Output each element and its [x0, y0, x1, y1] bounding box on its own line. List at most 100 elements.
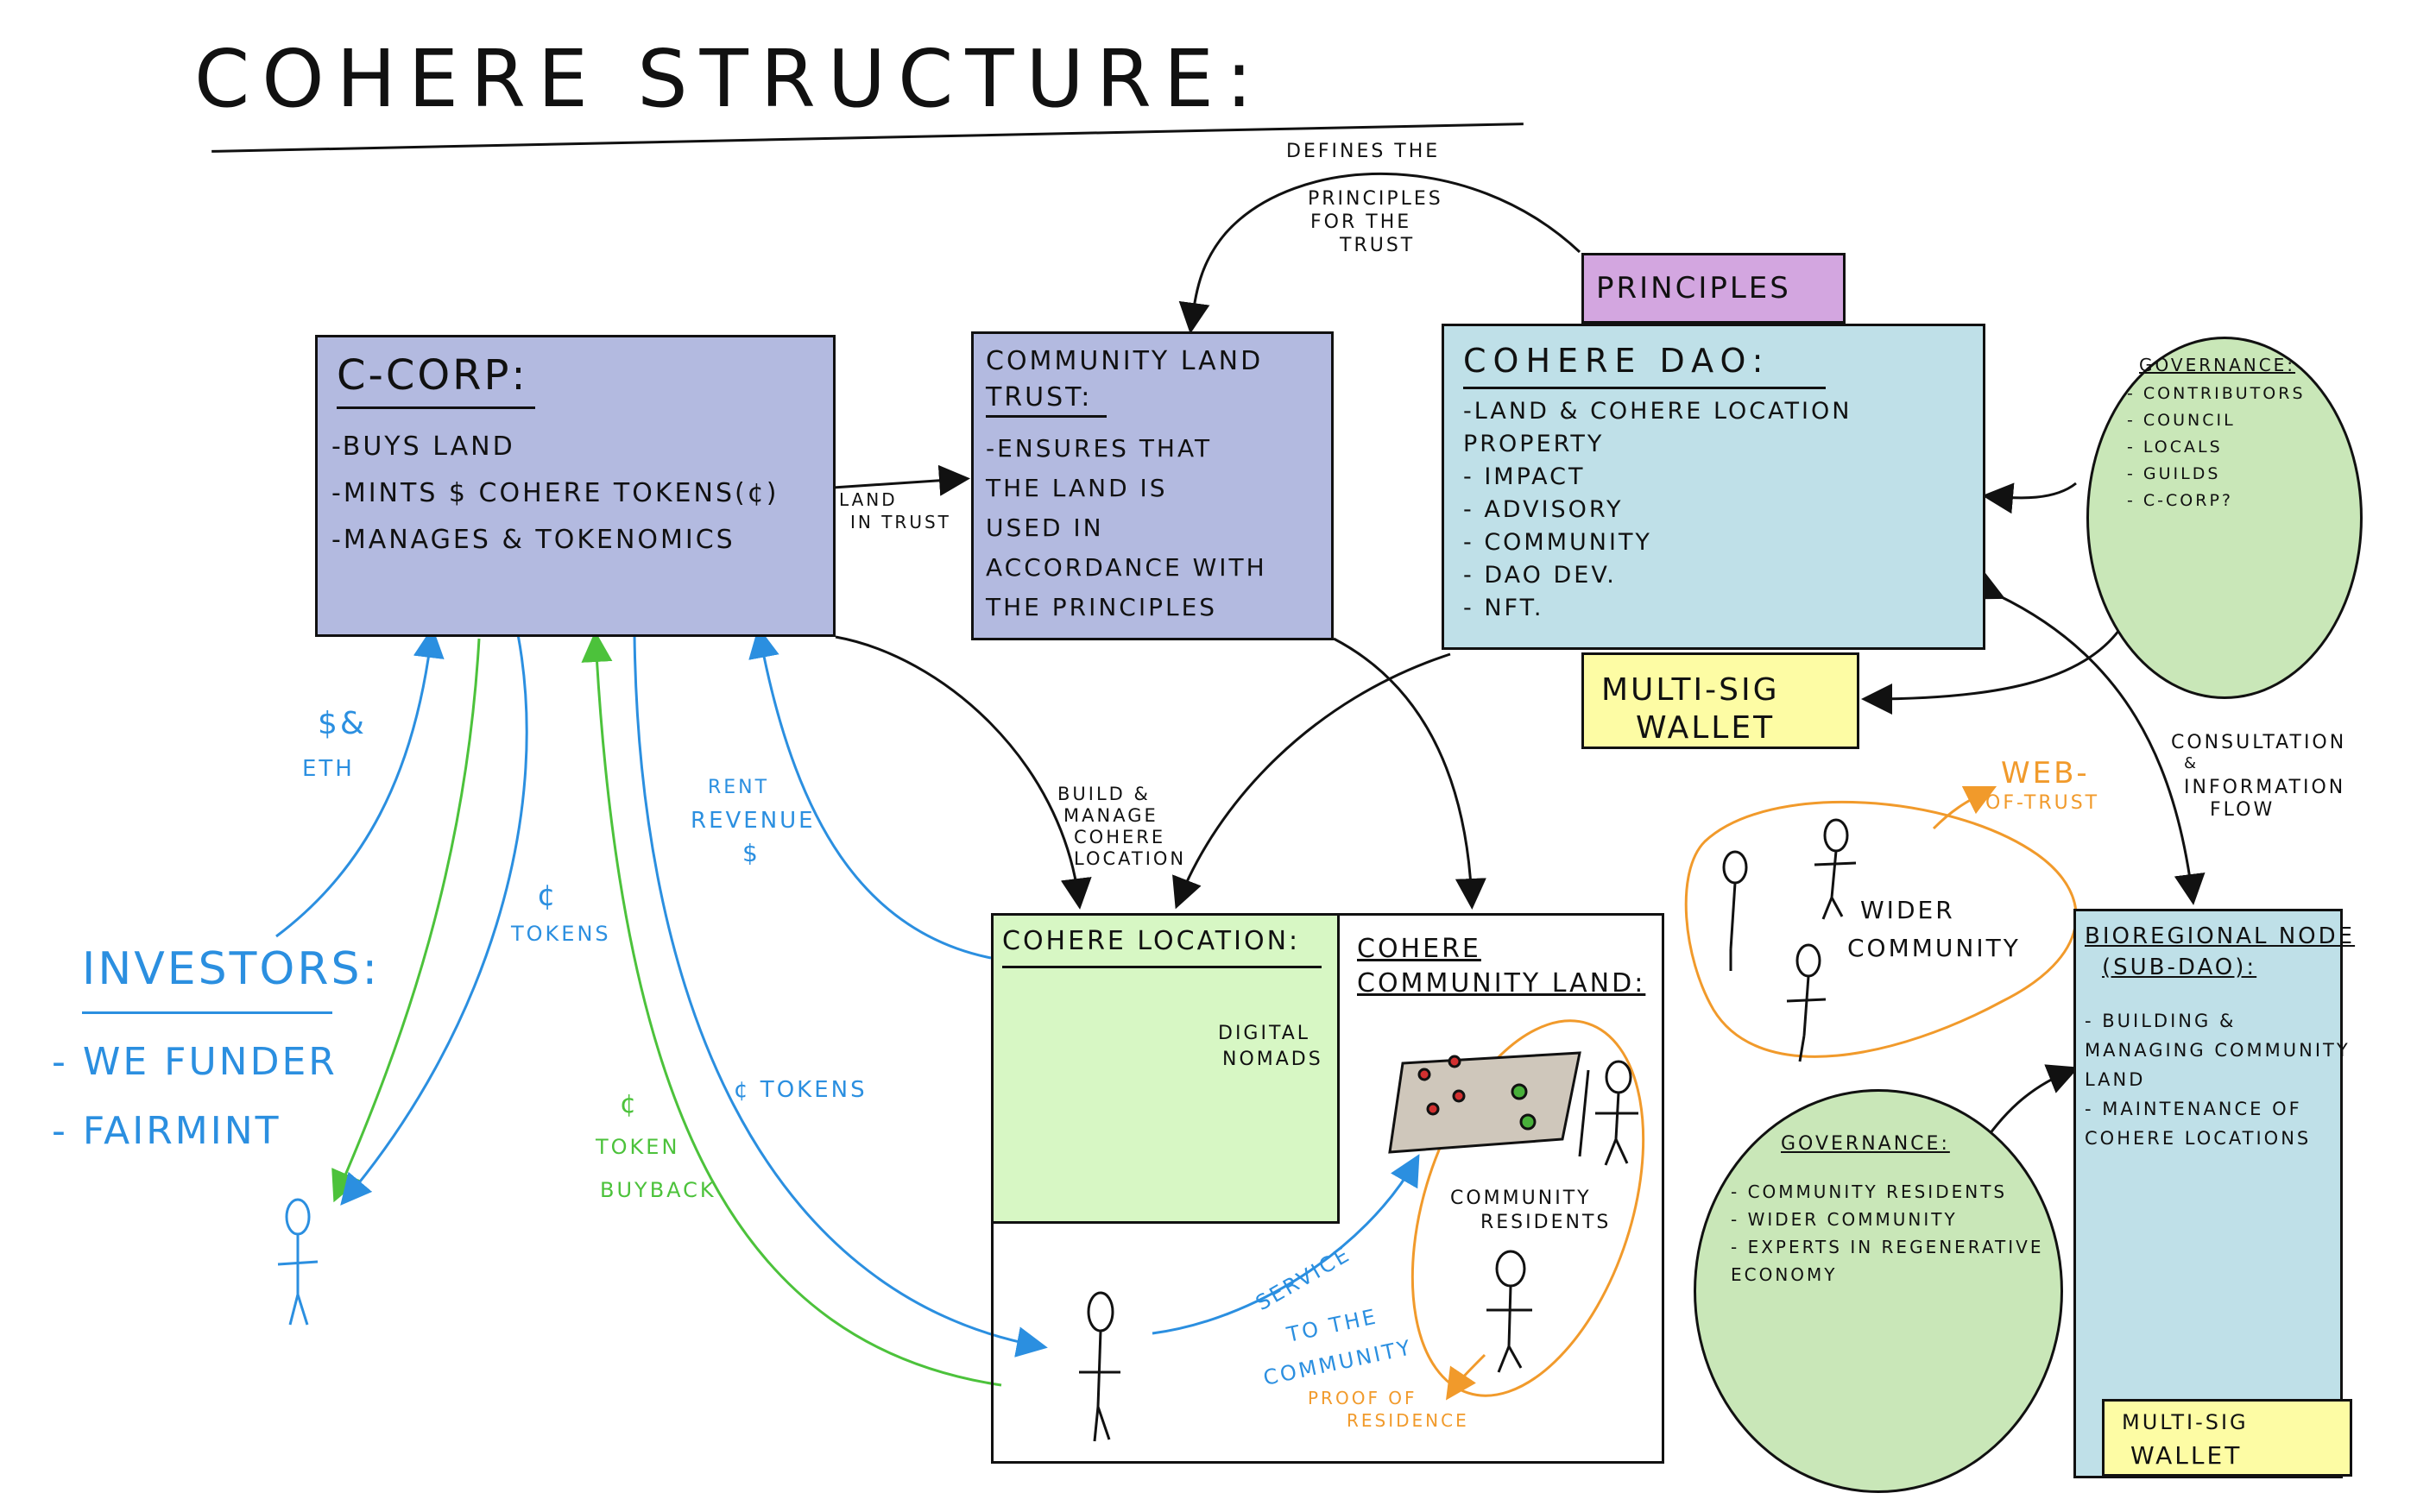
trust-title-line2: TRUST:: [986, 382, 1093, 413]
label-tokens-word: TOKENS: [511, 922, 611, 946]
community-land-title1: COHERE: [1357, 934, 1481, 964]
arrow-principles-to-trust: [1178, 172, 1581, 334]
multisig-wallet-top: MULTI-SIG WALLET: [1581, 652, 1859, 749]
label-buyback2: TOKEN: [596, 1135, 680, 1159]
gov-top-items: - CONTRIBUTORS - COUNCIL - LOCALS - GUIL…: [2127, 381, 2306, 514]
dao-item: - DAO DEV.: [1463, 562, 1617, 589]
bioregional-item: LAND: [2085, 1069, 2146, 1090]
label-build4: LOCATION: [1074, 848, 1187, 869]
dao-item: - ADVISORY: [1463, 496, 1624, 523]
trust-items: -ENSURES THAT THE LAND IS USED IN ACCORD…: [986, 429, 1267, 627]
label-consult3: INFORMATION: [2184, 777, 2346, 798]
trust-item: ACCORDANCE WITH: [986, 553, 1267, 582]
principles-label: PRINCIPLES: [1596, 271, 1791, 306]
arrow-investors-eth: [275, 627, 445, 938]
dao-items: -LAND & COHERE LOCATION PROPERTY - IMPAC…: [1463, 395, 1852, 625]
dao-item: - NFT.: [1463, 595, 1544, 621]
arrow-trust-to-land: [1333, 637, 1486, 910]
label-defines: DEFINES THE: [1286, 141, 1441, 162]
gov-bottom-item: - COMMUNITY RESIDENTS: [1731, 1181, 2008, 1202]
trust-item: THE LAND IS: [986, 474, 1168, 502]
arrow-dao-to-location: [1172, 652, 1451, 910]
gov-top-item: - COUNCIL: [2127, 411, 2236, 430]
label-buyback3: BUYBACK: [600, 1178, 716, 1202]
wider-community-blob: [1684, 800, 2078, 1058]
investors-title: INVESTORS:: [82, 943, 381, 995]
garden-plot: [1388, 1051, 1581, 1154]
label-land: LAND: [839, 489, 898, 510]
wallet-top-line2: WALLET: [1636, 710, 1776, 746]
wallet-bottom-line1: MULTI-SIG: [2122, 1410, 2249, 1434]
arrow-web-of-trust: [1932, 785, 1997, 830]
gov-bottom-items: - COMMUNITY RESIDENTS - WIDER COMMUNITY …: [1731, 1178, 2043, 1288]
wider-community-line2: COMMUNITY: [1847, 934, 2021, 962]
trust-item: USED IN: [986, 513, 1104, 542]
label-eth1: $&: [318, 706, 367, 741]
trust-item: -ENSURES THAT: [986, 434, 1213, 463]
bioregional-item: MANAGING COMMUNITY: [2085, 1040, 2351, 1061]
arrow-build-manage: [835, 635, 1092, 910]
dao-box: COHERE DAO: -LAND & COHERE LOCATION PROP…: [1442, 324, 1985, 650]
principles-box: PRINCIPLES: [1581, 253, 1846, 324]
arrow-governance-to-dao: [1982, 482, 2077, 514]
bioregional-items: - BUILDING & MANAGING COMMUNITY LAND - M…: [2085, 1006, 2351, 1153]
label-build3: COHERE: [1074, 827, 1166, 847]
label-of-trust: OF-TRUST: [1985, 792, 2100, 814]
community-land-title2: COMMUNITY LAND:: [1357, 968, 1646, 999]
trust-title-underline: [986, 415, 1107, 418]
label-in-trust: IN TRUST: [850, 512, 951, 532]
ccorp-items: -BUYS LAND -MINTS $ COHERE TOKENS(¢) -MA…: [331, 424, 779, 564]
label-rent3: $: [742, 839, 760, 867]
label-trust-word: TRUST: [1340, 235, 1416, 256]
arrow-land-in-trust: [832, 464, 970, 496]
label-rent2: REVENUE: [691, 808, 816, 834]
label-ctokens: ¢ TOKENS: [734, 1077, 868, 1103]
wider-community-line1: WIDER: [1860, 896, 1955, 924]
investor-item: - WE FUNDER: [52, 1040, 338, 1084]
ccorp-title-underline: [337, 406, 535, 409]
label-eth2: ETH: [302, 756, 355, 782]
residents-line1: COMMUNITY: [1450, 1188, 1592, 1209]
label-for-the: FOR THE: [1310, 211, 1412, 233]
digital-nomads-line1: DIGITAL: [1218, 1023, 1311, 1044]
gov-top-item: - CONTRIBUTORS: [2127, 384, 2306, 403]
residents-line2: RESIDENTS: [1480, 1212, 1612, 1233]
gov-bottom-item: - EXPERTS IN REGENERATIVE: [1731, 1237, 2044, 1257]
digital-nomads-line2: NOMADS: [1222, 1049, 1323, 1070]
resident-figure: [1486, 1250, 1532, 1373]
investor-item: - FAIRMINT: [52, 1109, 281, 1153]
trust-title-line1: COMMUNITY LAND: [986, 346, 1264, 376]
dao-title: COHERE DAO:: [1463, 342, 1770, 380]
investors-underline: [82, 1011, 332, 1014]
dao-title-underline: [1463, 387, 1826, 389]
label-build2: MANAGE: [1063, 805, 1158, 826]
bioregional-item: COHERE LOCATIONS: [2085, 1128, 2312, 1149]
arrow-proof-of-residence: [1446, 1353, 1486, 1401]
location-title: COHERE LOCATION:: [1002, 926, 1301, 956]
location-title-underline: [1002, 966, 1322, 968]
label-tokens-sym: ¢: [537, 879, 558, 913]
arrow-tokens-to-investors: [331, 638, 481, 1203]
dao-item: PROPERTY: [1463, 431, 1605, 457]
ccorp-item: -MANAGES & TOKENOMICS: [331, 525, 735, 555]
investor-figure: [277, 1198, 319, 1326]
bioregional-title2: (SUB-DAO):: [2102, 954, 2257, 980]
dao-item: -LAND & COHERE LOCATION: [1463, 398, 1852, 425]
multisig-wallet-bottom: MULTI-SIG WALLET: [2102, 1399, 2352, 1477]
arrow-consultation-flow: [1970, 571, 2206, 905]
gov-bottom-item: - WIDER COMMUNITY: [1731, 1209, 1958, 1230]
diagram-title: COHERE STRUCTURE:: [194, 33, 1265, 125]
arrow-tokens-to-resident: [633, 633, 1048, 1358]
bioregional-item: - MAINTENANCE OF: [2085, 1099, 2302, 1119]
label-principles-for: PRINCIPLES: [1308, 188, 1443, 210]
label-web: WEB-: [2001, 756, 2090, 791]
gardener-figure: [1578, 1060, 1638, 1166]
gov-top-item: - GUILDS: [2127, 464, 2221, 483]
ccorp-item: -MINTS $ COHERE TOKENS(¢): [331, 478, 779, 508]
bioregional-node-box: BIOREGIONAL NODE (SUB-DAO): - BUILDING &…: [2073, 909, 2352, 1478]
ccorp-item: -BUYS LAND: [331, 432, 515, 462]
bioregional-title1: BIOREGIONAL NODE: [2085, 923, 2356, 949]
gov-bottom-title: GOVERNANCE:: [1781, 1133, 1950, 1155]
gov-top-item: - C-CORP?: [2127, 491, 2233, 510]
location-figure: [1079, 1291, 1120, 1442]
